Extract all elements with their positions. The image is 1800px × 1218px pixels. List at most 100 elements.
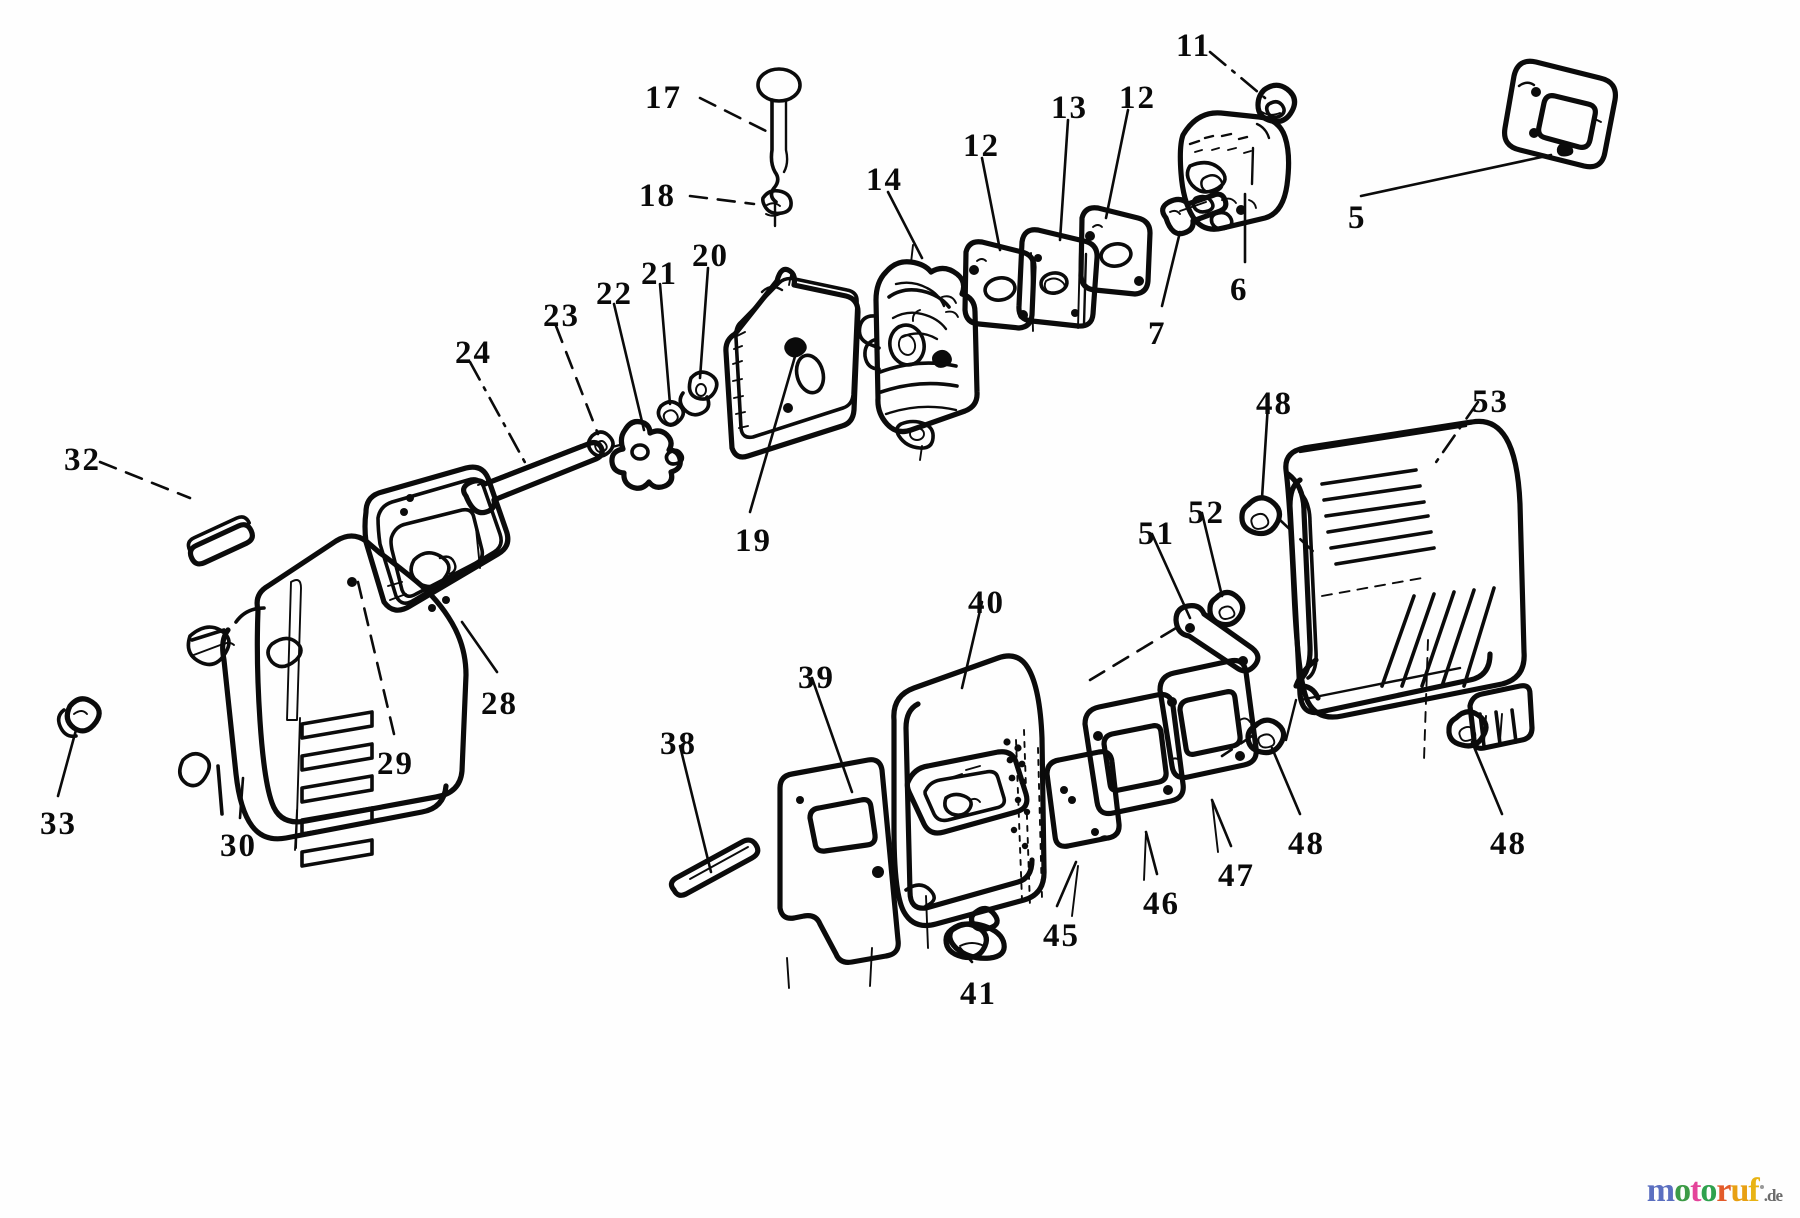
callout-18: 18 [639, 178, 676, 214]
part-air-filter-element [362, 464, 511, 613]
leader-48b-tail [1278, 518, 1320, 558]
callout-29: 29 [377, 746, 414, 782]
part-exhaust-gasket-inner [1157, 657, 1259, 853]
callout-48-right: 48 [1490, 826, 1527, 862]
part-carburetor [857, 244, 980, 461]
leader-48b [1260, 402, 1270, 500]
wm-dot-accent [1759, 1184, 1764, 1189]
leader-30 [238, 776, 245, 820]
leader-11 [1208, 50, 1267, 100]
part-carburetor-gasket-right [1078, 205, 1153, 297]
wm-letter-t: t [1690, 1172, 1701, 1209]
leader-17 [698, 96, 768, 133]
callout-48-bottom-center: 48 [1288, 826, 1325, 862]
leader-38 [678, 744, 713, 874]
leader-12b [1104, 108, 1130, 220]
callout-13: 13 [1051, 90, 1088, 126]
wm-letter-f: f [1748, 1172, 1759, 1209]
callout-45: 45 [1043, 918, 1080, 954]
leader-53 [1430, 400, 1480, 470]
part-insulator-plate [1016, 227, 1100, 332]
motoruf-watermark: motoruf.de [1646, 1172, 1783, 1209]
leader-29 [356, 580, 396, 736]
leader-21 [658, 282, 672, 406]
wm-letter-o1: o [1674, 1172, 1691, 1209]
part-muffler-spacer-bar [1173, 603, 1261, 674]
part-choke-stem-clip [761, 188, 793, 217]
callout-23: 23 [543, 298, 580, 334]
callout-28: 28 [481, 686, 518, 722]
leader-22 [612, 302, 646, 432]
leader-48a-tail [1220, 732, 1257, 758]
part-shroud-badge [186, 515, 255, 567]
callout-22: 22 [596, 276, 633, 312]
callout-52: 52 [1188, 495, 1225, 531]
leader-20 [698, 266, 710, 380]
part-exhaust-deflector-plate [1044, 749, 1122, 917]
leader-52 [1200, 511, 1224, 598]
callout-51: 51 [1138, 516, 1175, 552]
part-muffler-nut [1207, 589, 1246, 628]
part-muffler-screw [943, 921, 989, 961]
callout-14: 14 [866, 162, 903, 198]
leader-46 [1144, 830, 1159, 876]
callout-20: 20 [692, 238, 729, 274]
callout-24: 24 [455, 335, 492, 371]
callout-7: 7 [1148, 316, 1167, 352]
callout-47: 47 [1218, 858, 1255, 894]
wm-letter-m: m [1646, 1172, 1675, 1209]
leader-48a [1270, 746, 1302, 816]
leader-12a [980, 156, 1002, 252]
part-manifold-screw [1160, 191, 1229, 237]
leader-7 [1160, 230, 1182, 308]
callout-12-left: 12 [963, 128, 1000, 164]
callout-32: 32 [64, 442, 101, 478]
part-long-stud-bolt [461, 439, 605, 516]
leader-24 [468, 360, 530, 470]
callout-48-upper: 48 [1256, 386, 1293, 422]
part-lock-washer [656, 399, 686, 427]
part-muffler-heat-shield [777, 757, 901, 989]
leader-18 [688, 194, 756, 206]
part-muffler-stay-rod [668, 837, 761, 898]
leader-40 [960, 600, 984, 690]
part-shroud-screw [56, 696, 102, 739]
callout-21: 21 [641, 256, 678, 292]
part-spacer-washer [678, 370, 719, 417]
callout-46: 46 [1143, 886, 1180, 922]
leader-48c [1470, 740, 1504, 816]
leader-23 [554, 324, 600, 436]
callout-11: 11 [1176, 28, 1212, 64]
leader-5 [1359, 153, 1553, 198]
callout-30: 30 [220, 828, 257, 864]
leader-19 [748, 351, 798, 514]
leader-14 [886, 190, 924, 260]
leader-41 [958, 946, 974, 964]
callout-38: 38 [660, 726, 697, 762]
callout-19: 19 [735, 523, 772, 559]
callout-39: 39 [798, 660, 835, 696]
part-muffler-guard-cover [1283, 418, 1535, 761]
callout-41: 41 [960, 976, 997, 1012]
leader-45 [1055, 860, 1078, 908]
wm-letter-u: u [1730, 1172, 1750, 1209]
leader-32 [98, 460, 192, 500]
leader-13 [1058, 118, 1070, 242]
leader-51 [1150, 532, 1192, 620]
wm-letter-r: r [1716, 1172, 1731, 1209]
leader-47 [1210, 798, 1233, 848]
part-exhaust-gasket-outer [1082, 691, 1186, 881]
part-intake-gasket [1501, 58, 1619, 170]
leader-51-tail [1088, 626, 1178, 682]
part-muffler-body [891, 653, 1047, 961]
leader-28 [460, 620, 499, 674]
wm-suffix: .de [1763, 1186, 1783, 1205]
part-engine-shroud-cover [178, 533, 469, 868]
part-nut [1255, 82, 1298, 125]
callout-17: 17 [645, 80, 682, 116]
part-choke-knob [756, 67, 802, 228]
leader-33 [56, 728, 78, 798]
